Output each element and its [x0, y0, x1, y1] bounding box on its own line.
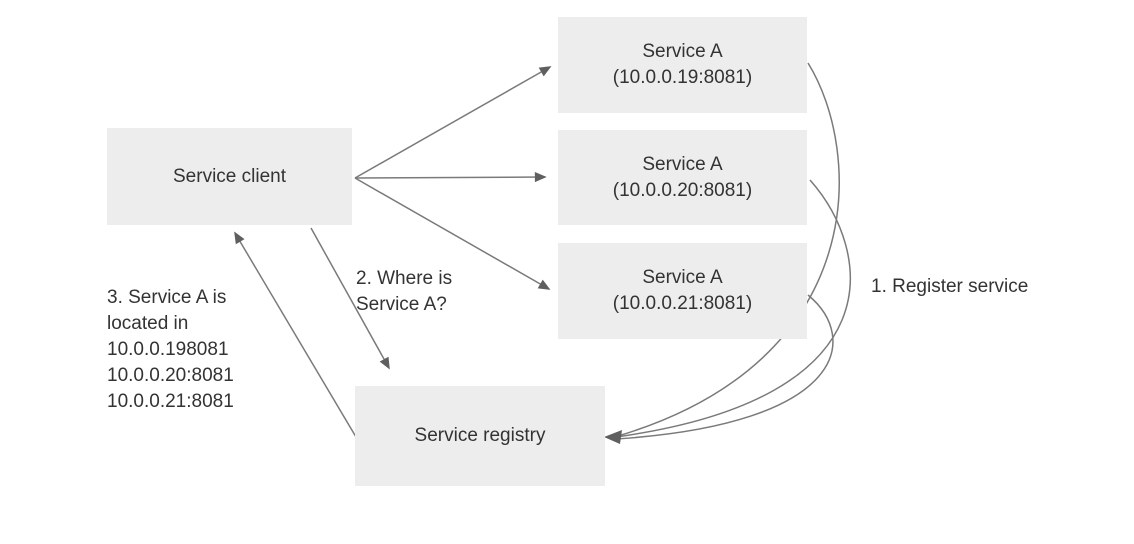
node-address: (10.0.0.20:8081): [612, 179, 753, 201]
node-title: Service A: [642, 267, 723, 288]
node-service-registry: Service registry: [355, 386, 605, 486]
arrow-client-to-service-a-2: [354, 171, 547, 183]
node-label: Service client: [173, 165, 286, 187]
annotation-where-is-service-a: 2. Where is Service A?: [356, 268, 453, 315]
annotation-register-service: 1. Register service: [871, 276, 1029, 297]
arrow-registry-to-client: [234, 231, 357, 438]
node-service-client: Service client: [107, 128, 352, 225]
node-service-a-3: Service A (10.0.0.21:8081): [558, 243, 807, 339]
arrow-client-to-service-a-1: [354, 66, 552, 179]
node-label: Service registry: [414, 425, 546, 446]
node-address: (10.0.0.19:8081): [612, 67, 753, 88]
node-title: Service A: [642, 153, 723, 175]
node-service-a-1: Service A (10.0.0.19:8081): [558, 17, 807, 113]
register-arrowhead-icon: [604, 430, 622, 444]
node-address: (10.0.0.21:8081): [612, 293, 753, 314]
annotation-service-a-located-in: 3. Service A is located in 10.0.0.198081…: [107, 287, 234, 412]
node-service-a-2: Service A (10.0.0.20:8081): [558, 130, 807, 225]
node-title: Service A: [642, 41, 723, 62]
